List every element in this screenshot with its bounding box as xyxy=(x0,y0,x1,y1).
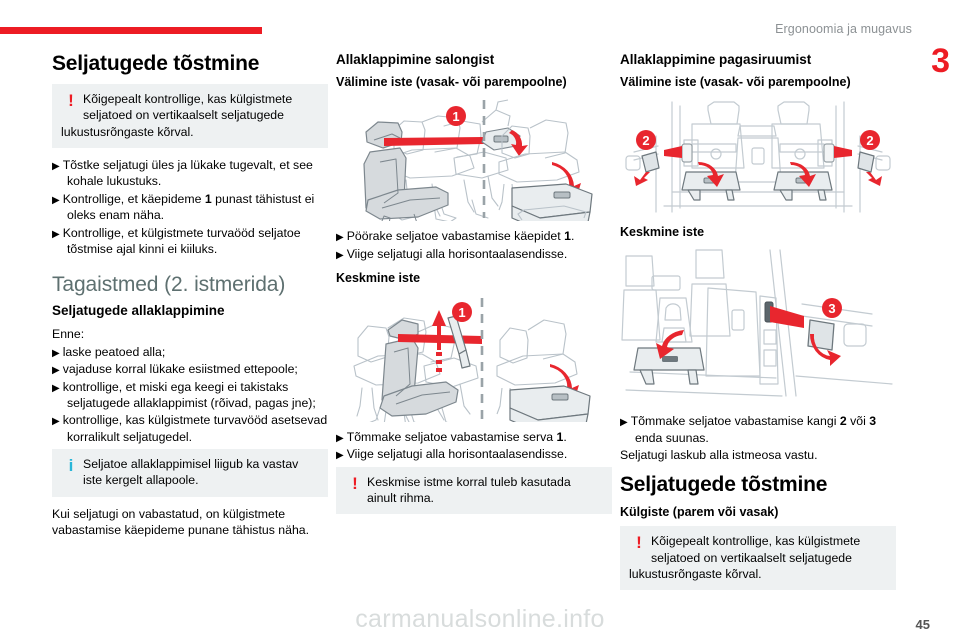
warning-exclamation-icon: ! xyxy=(68,91,74,111)
running-header-title: Ergonoomia ja mugavus xyxy=(775,22,912,36)
chapter-number: 3 xyxy=(931,42,950,80)
bullet-arrow-icon: ▶ xyxy=(52,347,60,359)
column-three: Allaklappimine pagasiruumist Välimine is… xyxy=(620,52,896,599)
page-title: Seljatugede tõstmine xyxy=(52,52,260,75)
list-item: ▶Kontrollige, et käepideme 1 punast tähi… xyxy=(52,191,315,223)
bullet-arrow-icon: ▶ xyxy=(336,450,344,462)
warning-box-1: ! Kõigepealt kontrollige, kas külgistmet… xyxy=(52,84,328,149)
warning-box-3-text: Kõigepealt kontrollige, kas külgistmete … xyxy=(629,534,861,581)
warning-box-2: ! Keskmise istme korral tuleb kasutada a… xyxy=(336,466,612,515)
outer-seat-folding-illustration: 1 xyxy=(336,96,612,222)
svg-text:2: 2 xyxy=(866,133,873,148)
column-two-title: Allaklappimine salongist xyxy=(336,52,495,67)
column-two: Allaklappimine salongist Välimine iste (… xyxy=(336,52,612,523)
bullet-arrow-icon: ▶ xyxy=(336,232,344,244)
list-item: ▶Viige seljatugi alla horisontaalasendis… xyxy=(336,246,568,261)
list-item: ▶vajaduse korral lükake esiistmed ettepo… xyxy=(52,362,298,377)
warning-exclamation-icon: ! xyxy=(636,533,642,553)
column-two-subtitle-2: Keskmine iste xyxy=(336,270,421,285)
site-watermark: carmanualsonline.info xyxy=(355,605,605,633)
bullet-arrow-icon: ▶ xyxy=(52,416,60,428)
column-three-section-title: Seljatugede tõstmine xyxy=(620,473,828,497)
list-item: ▶kontrollige, kas külgistmete turvavööd … xyxy=(52,413,328,444)
column-three-subtitle-2: Keskmine iste xyxy=(620,225,705,240)
warning-box-3: ! Kõigepealt kontrollige, kas külgistmet… xyxy=(620,526,896,591)
bullet-arrow-icon: ▶ xyxy=(52,382,60,394)
svg-text:3: 3 xyxy=(828,301,835,316)
list-item: ▶Kontrollige, et külgistmete turvaööd se… xyxy=(52,225,301,256)
svg-text:1: 1 xyxy=(452,109,459,124)
bullet-arrow-icon: ▶ xyxy=(620,417,628,429)
closing-paragraph: Kui seljatugi on vabastatud, on külgistm… xyxy=(52,506,310,537)
list-item: ▶Pöörake seljatoe vabastamise käepidet 1… xyxy=(336,229,575,244)
list-item: ▶Tõmmake seljatoe vabastamise serva 1. xyxy=(336,429,567,444)
svg-text:2: 2 xyxy=(642,133,649,148)
centre-seat-folding-illustration: 1 xyxy=(336,292,612,422)
column-two-subtitle-1: Välimine iste (vasak- või parempoolne) xyxy=(336,75,567,90)
warning-box-2-text: Keskmise istme korral tuleb kasutada ain… xyxy=(367,474,571,505)
warning-box-1-text: Kõigepealt kontrollige, kas külgistmete … xyxy=(61,92,293,139)
bullet-arrow-icon: ▶ xyxy=(52,365,60,377)
bullet-arrow-icon: ▶ xyxy=(336,249,344,261)
list-item: ▶Viige seljatugi alla horisontaalasendis… xyxy=(336,447,568,462)
page-number: 45 xyxy=(915,617,930,632)
column-three-subtitle-1: Välimine iste (vasak- või parempoolne) xyxy=(620,75,851,90)
list-item: ▶laske peatoed alla; xyxy=(52,344,166,359)
subsection-title: Seljatugede allaklappimine xyxy=(52,303,225,319)
bullet-arrow-icon: ▶ xyxy=(52,228,60,240)
info-box-1: i Seljatoe allaklappimisel liigub ka vas… xyxy=(52,448,328,497)
column-one: Seljatugede tõstmine ! Kõigepealt kontro… xyxy=(52,52,328,539)
boot-outer-seat-levers-illustration: 2 2 xyxy=(620,96,896,218)
list-item: ▶kontrollige, et miski ega keegi ei taki… xyxy=(52,379,316,410)
bullet-arrow-icon: ▶ xyxy=(336,432,344,444)
boot-centre-seat-lever-illustration: 3 xyxy=(620,246,896,406)
warning-exclamation-icon: ! xyxy=(352,473,358,493)
column-three-title: Allaklappimine pagasiruumist xyxy=(620,52,812,67)
bullet-arrow-icon: ▶ xyxy=(52,194,60,206)
svg-text:1: 1 xyxy=(458,305,465,320)
note-paragraph: Seljatugi laskub alla istmeosa vastu. xyxy=(620,447,818,462)
list-item: ▶Tõstke seljatugi üles ja lükake tugeval… xyxy=(52,158,313,189)
column-three-subtitle-3: Külgiste (parem või vasak) xyxy=(620,505,779,520)
before-label: Enne: xyxy=(52,327,85,342)
bullet-arrow-icon: ▶ xyxy=(52,161,60,173)
info-i-icon: i xyxy=(68,455,74,475)
list-item: ▶Tõmmake seljatoe vabastamise kangi 2 võ… xyxy=(620,414,877,445)
info-box-1-text: Seljatoe allaklappimisel liigub ka vasta… xyxy=(83,456,299,488)
header-red-rule xyxy=(0,27,262,34)
section-heading: Tagaistmed (2. istmerida) xyxy=(52,273,286,297)
